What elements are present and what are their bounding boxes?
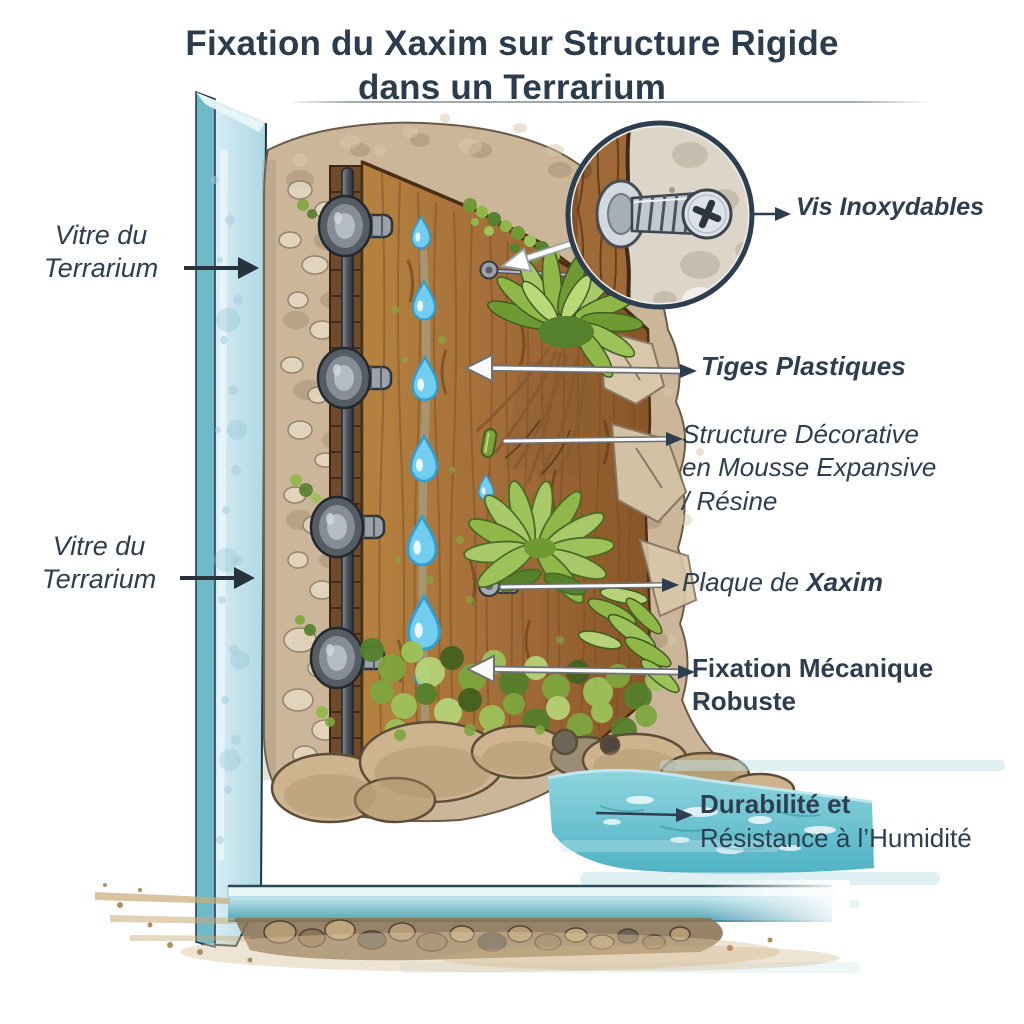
label-structure-decorative: Structure Décorative en Mousse Expansive… <box>682 419 937 516</box>
page-title: Fixation du Xaxim sur Structure Rigide d… <box>0 22 1024 110</box>
fixation-arrow <box>465 654 695 684</box>
hanging-leaves-right <box>577 587 680 694</box>
screw-washer <box>316 346 393 410</box>
bottom-rocks <box>270 720 796 824</box>
sand <box>95 883 840 972</box>
gravel-band <box>234 918 723 961</box>
plaque-arrow <box>499 578 679 592</box>
label-vitre-terrarium-top: Vitre du Terrarium <box>43 220 159 284</box>
plant-cluster-top <box>487 246 644 378</box>
magnifier-circle <box>499 120 791 310</box>
durabilite-arrow <box>595 808 693 822</box>
plastic-rod-green <box>480 428 498 458</box>
magnifier-leader-arrow <box>499 239 578 273</box>
plants <box>290 198 680 771</box>
label-fixation-mecanique: Fixation Mécanique Robuste <box>692 653 934 717</box>
watercolor-splatter <box>293 113 706 744</box>
label-vis-inoxydables: Vis Inoxydables <box>796 193 985 221</box>
leader-arrows <box>180 257 697 822</box>
label-vitre-terrarium-bottom: Vitre du Terrarium <box>41 531 157 595</box>
title-line-2: dans un Terrarium <box>357 68 667 108</box>
glass-pane <box>195 90 268 948</box>
vitre-arrow-top <box>184 257 259 279</box>
structure-arrow <box>502 432 683 446</box>
label-plaque-de-xaxim: Plaque de Xaxim <box>682 567 883 597</box>
screw-washer <box>317 194 394 258</box>
label-durabilite-humidite: Durabilité et Résistance à l’Humidité <box>700 789 972 853</box>
tiges-arrow <box>463 353 697 383</box>
label-tiges-plastiques: Tiges Plastiques <box>701 351 906 381</box>
title-underline <box>287 101 931 103</box>
screw-washer <box>309 495 386 559</box>
title-line-1: Fixation du Xaxim sur Structure Rigide <box>185 24 839 63</box>
stainless-screw-icon <box>595 179 733 249</box>
vis-arrow <box>754 207 791 221</box>
glass-algae-spots <box>214 308 250 771</box>
panel-moss-dots <box>391 306 564 644</box>
moss-left-clusters <box>290 199 335 727</box>
vitre-arrow-bottom <box>180 567 255 589</box>
moss-band-top <box>463 198 560 263</box>
